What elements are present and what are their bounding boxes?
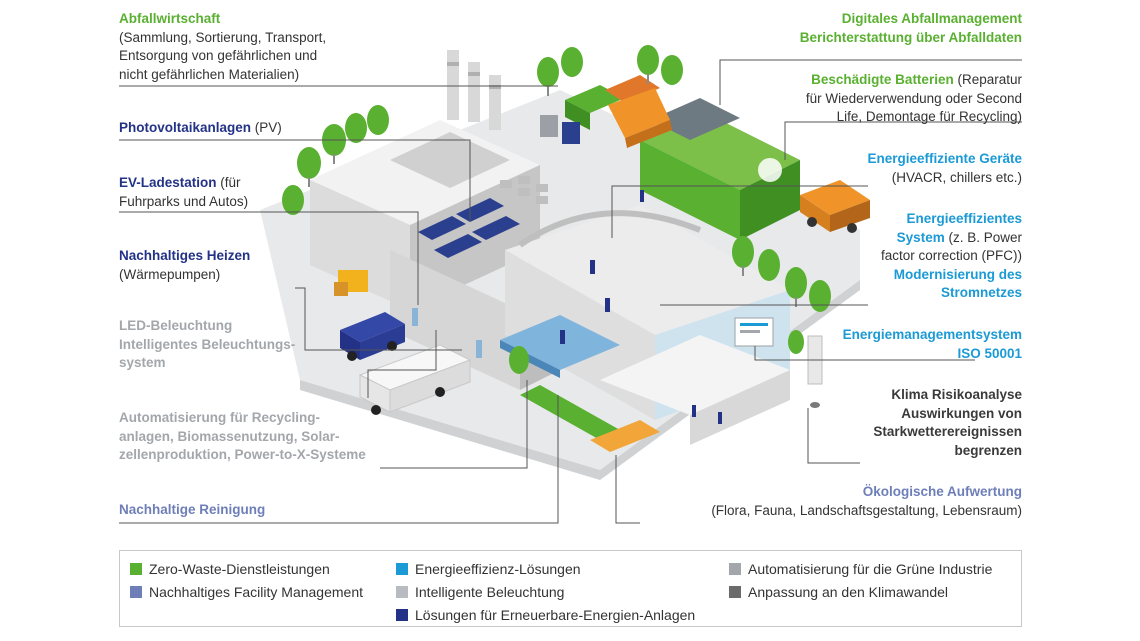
label-batterien-desc-1: (Reparatur	[957, 72, 1022, 87]
label-klima-risikoanalyse: Klima Risikoanalyse Auswirkungen von Sta…	[873, 386, 1022, 460]
label-led: LED-Beleuchtung Intelligentes Beleuchtun…	[119, 317, 295, 373]
garbage-truck-orange	[608, 88, 672, 148]
label-klima-line-3: Starkwetterereignissen	[873, 424, 1022, 439]
label-ems-line-1: Energiemanagementsystem	[842, 327, 1022, 342]
label-energiemanagementsystem: Energiemanagementsystem ISO 50001	[843, 326, 1022, 363]
legend-swatch-beleuchtung	[396, 586, 408, 598]
recycling-building	[640, 98, 800, 240]
label-geraete-desc: (HVACR, chillers etc.)	[891, 169, 1022, 185]
legend-swatch-energieeffizienz	[396, 563, 408, 575]
label-netz-line-2: Stromnetzes	[940, 285, 1022, 300]
label-klima-line-4: begrenzen	[954, 442, 1022, 458]
label-batterien-desc-2: für Wiederverwendung oder Second	[805, 90, 1022, 106]
legend-item-erneuerbare: Lösungen für Erneuerbare-Energien-Anlage…	[396, 607, 695, 623]
label-abfallwirtschaft-desc-3: nicht gefährlichen Materialien)	[119, 66, 300, 82]
factory-chimneys	[447, 50, 501, 130]
label-heizen-title: Nachhaltiges Heizen	[119, 248, 251, 263]
legend-item-energieeffizienz: Energieeffizienz-Lösungen	[396, 561, 581, 577]
label-reinigung: Nachhaltige Reinigung	[119, 501, 265, 520]
legend-label-energieeffizienz: Energieeffizienz-Lösungen	[415, 561, 581, 577]
label-led-line-1: LED-Beleuchtung	[119, 318, 233, 333]
label-reinigung-title: Nachhaltige Reinigung	[119, 502, 266, 517]
label-auto-line-2: anlagen, Biomassenutzung, Solar-	[119, 428, 340, 444]
white-truck	[358, 344, 472, 415]
label-ev-desc-2: Fuhrparks und Autos)	[119, 193, 249, 209]
leader-lines	[119, 59, 1022, 524]
label-abfallwirtschaft-desc-2: Entsorgung von gefährlichen und	[119, 48, 318, 63]
rooftop-units	[500, 176, 548, 204]
legend-swatch-erneuerbare	[396, 609, 408, 621]
label-abfallwirtschaft-title: Abfallwirtschaft	[119, 11, 221, 26]
label-system-desc-1: (z. B. Power	[948, 229, 1022, 245]
label-digital-line-2: Berichterstattung über Abfalldaten	[799, 29, 1022, 45]
legend-label-facility: Nachhaltiges Facility Management	[149, 584, 363, 600]
legend-swatch-automatisierung	[729, 563, 741, 575]
label-ev-ladestation: EV-Ladestation (für Fuhrparks und Autos)	[119, 174, 248, 211]
label-led-line-3: system	[119, 355, 166, 370]
label-batterien-title: Beschädigte Batterien	[811, 72, 954, 87]
orange-crates	[590, 420, 660, 452]
label-ev-desc-1: (für	[220, 175, 241, 190]
office-room	[600, 317, 790, 445]
label-led-line-2: Intelligentes Beleuchtungs-	[119, 336, 296, 352]
label-batterien: Beschädigte Batterien (Reparatur für Wie…	[806, 71, 1022, 127]
workers	[560, 190, 722, 424]
label-heizen-desc: (Wärmepumpen)	[119, 266, 221, 282]
label-automatisierung: Automatisierung für Recycling- anlagen, …	[119, 409, 366, 465]
truck-orange-right	[800, 180, 870, 233]
label-abfallwirtschaft-desc-1: (Sammlung, Sortierung, Transport,	[119, 29, 327, 45]
legend-item-beleuchtung: Intelligente Beleuchtung	[396, 584, 564, 600]
legend-label-zero-waste: Zero-Waste-Dienstleistungen	[149, 561, 330, 577]
label-geraete-title: Energieeffiziente Geräte	[867, 151, 1022, 166]
label-digital-line-1: Digitales Abfallmanagement	[841, 11, 1022, 26]
ev-chargers	[412, 308, 482, 358]
label-klima-line-1: Klima Risikoanalyse	[891, 387, 1022, 402]
label-abfallwirtschaft: Abfallwirtschaft (Sammlung, Sortierung, …	[119, 10, 326, 84]
info-board	[807, 335, 823, 408]
label-system-desc-2: factor correction (PFC))	[880, 248, 1022, 263]
legend-box: Zero-Waste-Dienstleistungen Nachhaltiges…	[119, 550, 1022, 627]
legend-swatch-zero-waste	[130, 563, 142, 575]
factory-building	[310, 120, 540, 310]
label-ev-title: EV-Ladestation	[119, 175, 217, 190]
legend-item-zero-waste: Zero-Waste-Dienstleistungen	[130, 561, 330, 577]
label-oeko-title: Ökologische Aufwertung	[862, 484, 1022, 499]
solar-panels	[418, 198, 520, 258]
forklift	[334, 270, 368, 296]
tree-trunks	[308, 74, 797, 307]
label-geraete: Energieeffiziente Geräte (HVACR, chiller…	[867, 150, 1022, 187]
label-photovoltaik-title: Photovoltaikanlagen	[119, 120, 252, 135]
label-oekologische-aufwertung: Ökologische Aufwertung (Flora, Fauna, La…	[711, 483, 1022, 520]
label-auto-line-1: Automatisierung für Recycling-	[119, 410, 321, 425]
legend-item-automatisierung: Automatisierung für die Grüne Industrie	[729, 561, 992, 577]
blue-van	[340, 312, 405, 361]
legend-label-automatisierung: Automatisierung für die Grüne Industrie	[748, 561, 993, 577]
legend-swatch-klimawandel	[729, 586, 741, 598]
ground-plate-edge	[300, 280, 860, 480]
hedge	[520, 385, 620, 440]
label-klima-line-2: Auswirkungen von	[901, 405, 1022, 421]
label-energieeffizientes-system: Energieeffizientes System (z. B. Power f…	[881, 210, 1022, 303]
trees	[282, 45, 831, 374]
label-system-title-2: System	[896, 229, 945, 245]
label-oeko-desc: (Flora, Fauna, Landschaftsgestaltung, Le…	[711, 502, 1022, 518]
label-netz-line-1: Modernisierung des	[893, 266, 1022, 282]
label-ems-line-2: ISO 50001	[957, 345, 1022, 361]
waste-containers	[540, 75, 660, 144]
label-digitales-abfallmanagement: Digitales Abfallmanagement Berichterstat…	[800, 10, 1022, 47]
label-photovoltaik: Photovoltaikanlagen (PV)	[119, 119, 282, 138]
legend-item-facility: Nachhaltiges Facility Management	[130, 584, 363, 600]
label-photovoltaik-desc: (PV)	[254, 120, 282, 135]
legend-label-beleuchtung: Intelligente Beleuchtung	[415, 584, 565, 600]
legend-swatch-facility	[130, 586, 142, 598]
legend-label-erneuerbare: Lösungen für Erneuerbare-Energien-Anlage…	[415, 607, 696, 623]
label-system-title-1: Energieeffizientes	[906, 211, 1022, 226]
legend-item-klimawandel: Anpassung an den Klimawandel	[729, 584, 948, 600]
label-heizen: Nachhaltiges Heizen (Wärmepumpen)	[119, 247, 250, 284]
label-auto-line-3: zellenproduktion, Power-to-X-Systeme	[119, 447, 366, 462]
label-batterien-desc-3: Life, Demontage für Recycling)	[836, 109, 1022, 124]
legend-label-klimawandel: Anpassung an den Klimawandel	[748, 584, 949, 600]
